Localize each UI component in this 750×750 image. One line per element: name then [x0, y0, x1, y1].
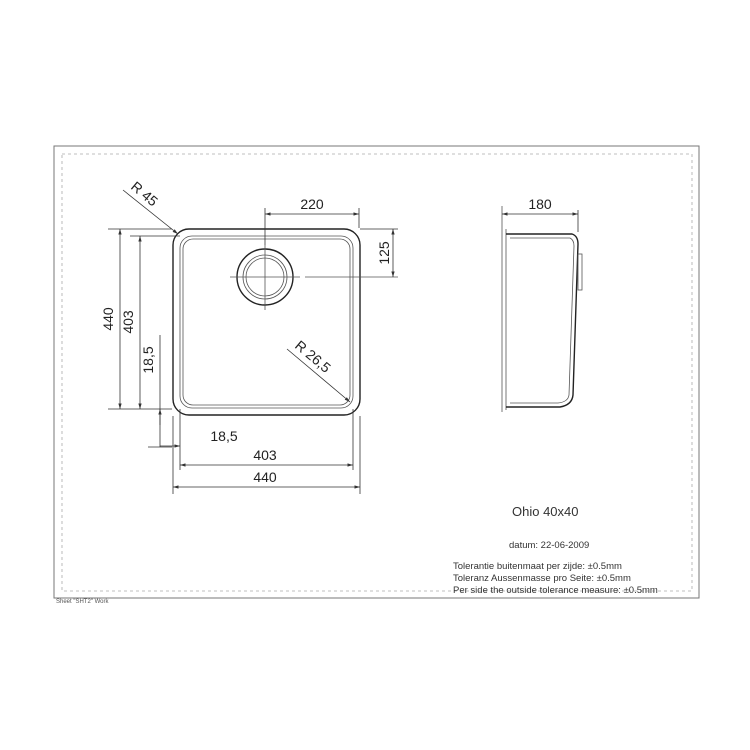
dim-label-bottom-18-5: 18,5	[210, 428, 237, 444]
dim-label-125: 125	[376, 241, 392, 265]
drawing-inner-frame	[61, 153, 693, 592]
sink-side-view: 180	[501, 196, 583, 412]
dim-label-r26-5: R 26,5	[292, 337, 334, 376]
tolerance-english: Per side the outside tolerance measure: …	[453, 585, 658, 596]
dim-label-left-403: 403	[120, 310, 136, 334]
tolerance-dutch: Tolerantie buitenmaat per zijde: ±0.5mm	[453, 561, 622, 572]
dim-radius-26-5: R 26,5	[286, 337, 351, 403]
dim-right-125: 125	[360, 228, 398, 277]
dim-label-left-440: 440	[100, 307, 116, 331]
dim-label-side-180: 180	[528, 196, 552, 212]
product-title: Ohio 40x40	[512, 504, 579, 519]
dim-left: 440 403 18,5	[100, 228, 180, 448]
tolerance-german: Toleranz Aussenmasse pro Seite: ±0.5mm	[453, 573, 631, 584]
dim-radius-45: R 45	[122, 178, 179, 235]
dim-label-left-18-5: 18,5	[140, 346, 156, 373]
drain	[230, 245, 398, 310]
sheet-label: Sheet "SHT2" Work	[56, 599, 110, 605]
dim-label-bottom-403: 403	[253, 447, 277, 463]
sink-top-view	[172, 228, 361, 416]
dim-label-r45: R 45	[128, 178, 161, 209]
dim-bottom: 18,5 403 440	[160, 409, 361, 494]
dim-top-220: 220	[264, 196, 360, 245]
drawing-date: datum: 22-06-2009	[509, 540, 589, 551]
drawing-frame	[53, 145, 700, 599]
dim-label-bottom-440: 440	[253, 469, 277, 485]
dim-label-220: 220	[300, 196, 324, 212]
